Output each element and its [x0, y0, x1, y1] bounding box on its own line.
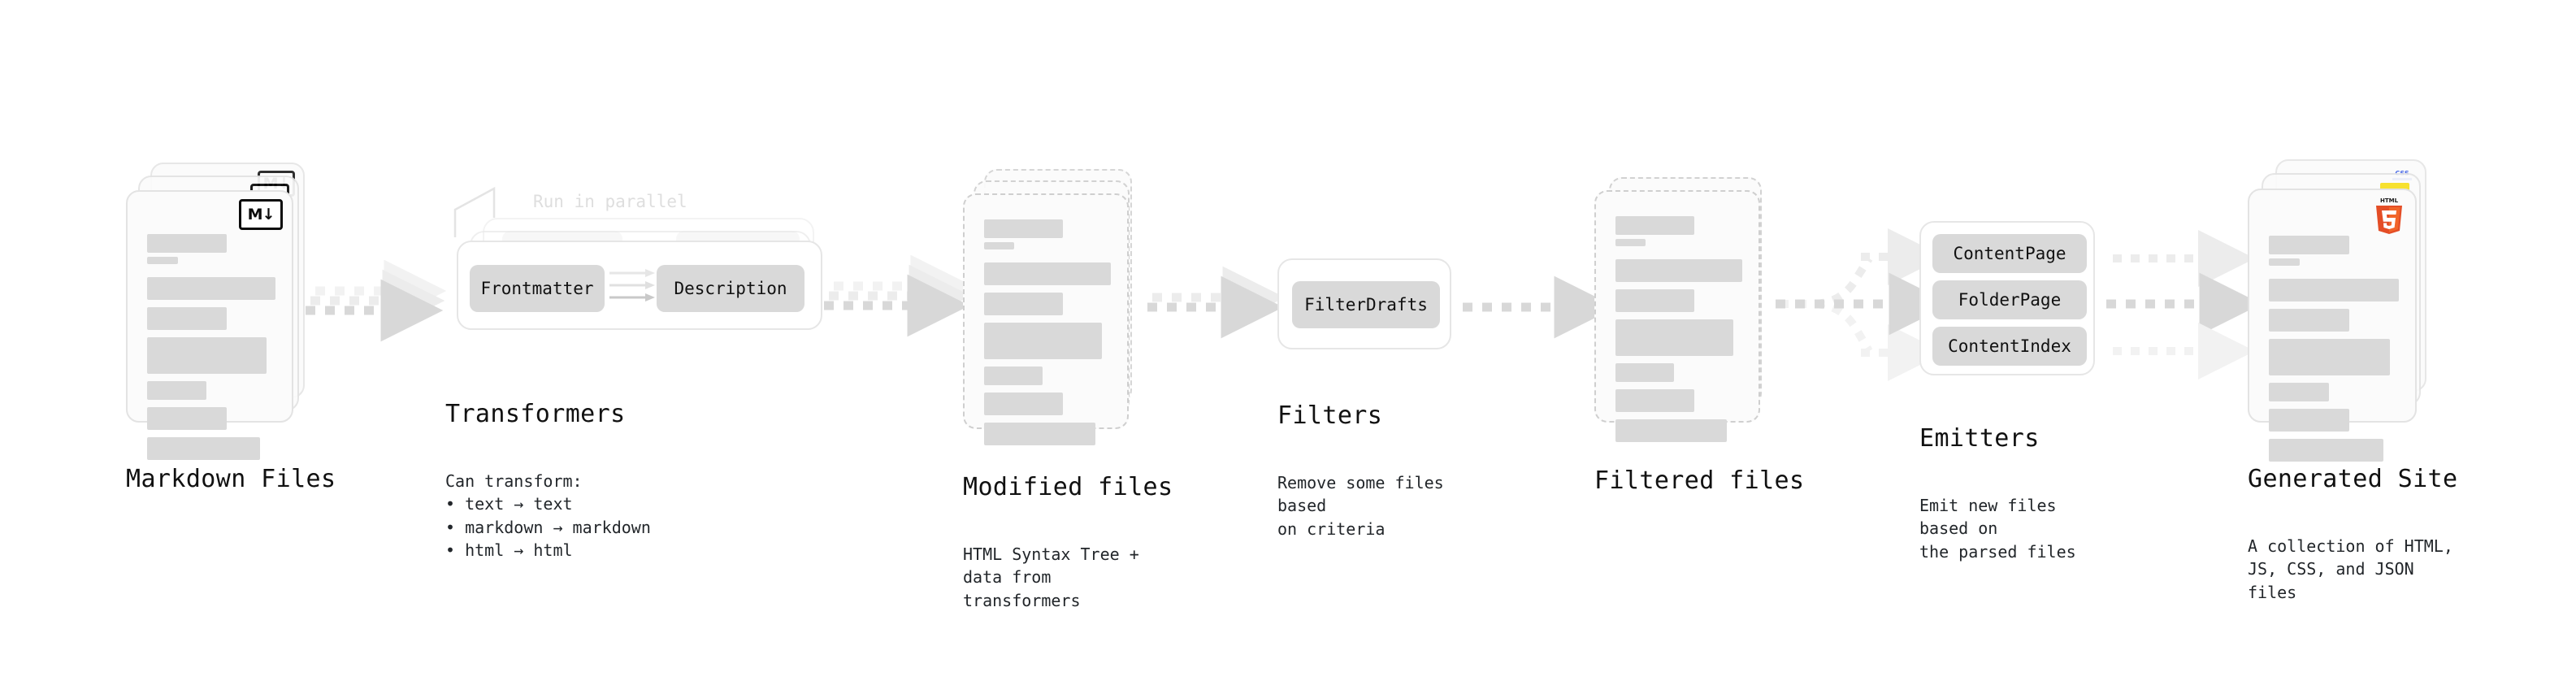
stage-subtitle: Remove some files based on criteria: [1277, 473, 1444, 539]
stage-title: Modified files: [963, 473, 1173, 501]
connector-transformers-to-modified: [824, 254, 974, 337]
chip-description[interactable]: Description: [657, 265, 804, 312]
inner-arrows: [609, 269, 655, 301]
stage-subtitle: A collection of HTML, JS, CSS, and JSON …: [2248, 536, 2453, 602]
transformer-layer-front: Frontmatter Description: [457, 241, 822, 330]
file-card-html: HTML: [2248, 189, 2417, 462]
caption-transformers: Transformers Can transform: • text → tex…: [445, 369, 651, 593]
emitters-box: ContentPage FolderPage ContentIndex: [1919, 221, 2095, 375]
connector-modified-to-filters: [1147, 266, 1286, 339]
connector-emitters-to-site: [2106, 230, 2262, 380]
file-skeleton: [147, 234, 275, 467]
chip-folderpage[interactable]: FolderPage: [1932, 280, 2087, 319]
stage-title: Transformers: [445, 400, 626, 428]
caption-filtered-files: Filtered files: [1594, 436, 1804, 526]
file-card-front: M↓: [126, 190, 293, 460]
stage-subtitle: Emit new files based on the parsed files: [1919, 496, 2076, 562]
chip-contentindex[interactable]: ContentIndex: [1932, 327, 2087, 366]
chip-frontmatter[interactable]: Frontmatter: [470, 265, 605, 312]
svg-text:HTML: HTML: [2380, 197, 2399, 204]
stage-title: Generated Site: [2248, 465, 2458, 493]
stage-subtitle: HTML Syntax Tree + data from transformer…: [963, 544, 1139, 610]
parallel-annotation: Run in parallel: [533, 192, 687, 211]
file-card-front: [1594, 190, 1760, 442]
file-skeleton: [1615, 216, 1742, 449]
caption-generated-site: Generated Site A collection of HTML, JS,…: [2248, 434, 2457, 635]
caption-filters: Filters Remove some files based on crite…: [1277, 371, 1456, 571]
emitters-box-wrap: ContentPage FolderPage ContentIndex: [1919, 221, 2114, 380]
stage-transformers: Run in parallel Frontmatter Description: [445, 189, 835, 560]
stage-filters: FilterDrafts Filters Remove some files b…: [1277, 258, 1456, 539]
filters-box-wrap: FilterDrafts: [1277, 258, 1456, 354]
stage-generated-site: CSS HTML: [2248, 159, 2457, 602]
file-skeleton: [984, 219, 1111, 453]
caption-markdown-files: Markdown Files: [126, 434, 336, 524]
stage-title: Emitters: [1919, 424, 2040, 453]
modified-file-stack: [963, 169, 1150, 445]
filters-box: FilterDrafts: [1277, 258, 1451, 349]
caption-modified-files: Modified files HTML Syntax Tree + data f…: [963, 442, 1173, 643]
chip-contentpage[interactable]: ContentPage: [1932, 234, 2087, 273]
file-skeleton: [2269, 236, 2399, 469]
connector-markdown-to-transformers: [306, 259, 447, 342]
connector-filtered-to-emitters: [1776, 228, 1952, 381]
file-card-front: [963, 193, 1129, 445]
transformers-layer-stack: Frontmatter Description: [445, 189, 835, 351]
filtered-file-stack: [1594, 177, 1781, 442]
generated-file-stack: CSS HTML: [2248, 159, 2443, 462]
stage-modified-files: Modified files HTML Syntax Tree + data f…: [963, 169, 1173, 610]
chip-filterdrafts[interactable]: FilterDrafts: [1292, 281, 1440, 328]
stage-filtered-files: Filtered files: [1594, 177, 1804, 495]
stage-title: Markdown Files: [126, 465, 336, 493]
stage-subtitle: Can transform: • text → text • markdown …: [445, 471, 651, 561]
stage-markdown-files: M↓ M↓ M↓ Markdown Files: [126, 163, 336, 493]
markdown-icon: M↓: [239, 199, 283, 230]
stage-title: Filtered files: [1594, 466, 1805, 495]
html5-icon: HTML: [2376, 197, 2402, 234]
stage-emitters: ContentPage FolderPage ContentIndex Emit…: [1919, 221, 2114, 562]
markdown-file-stack: M↓ M↓ M↓: [126, 163, 313, 460]
caption-emitters: Emitters Emit new files based on the par…: [1919, 393, 2114, 594]
stage-title: Filters: [1277, 401, 1383, 430]
